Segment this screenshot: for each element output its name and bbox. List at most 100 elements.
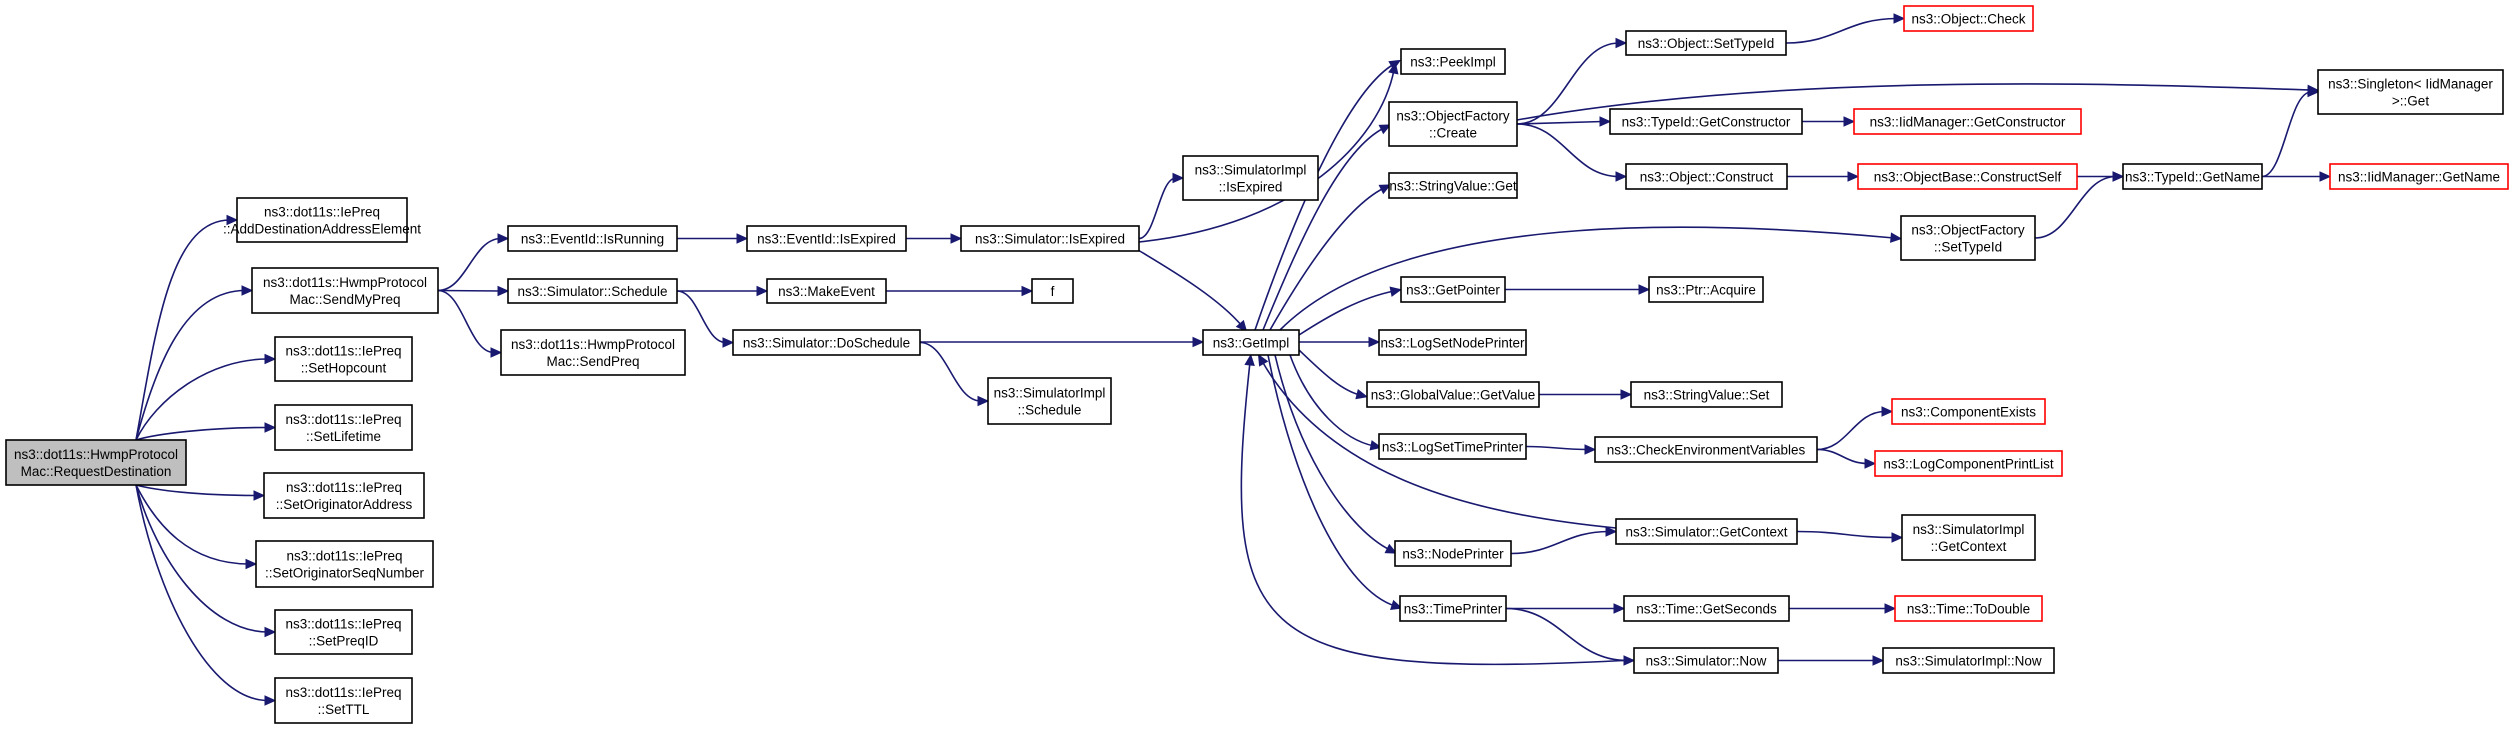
node-string-value-set[interactable]: ns3::StringValue::Set [1630,381,1783,408]
arrowhead [1843,116,1856,127]
node-iid-get-name[interactable]: ns3::IidManager::GetName [2329,163,2509,190]
node-add-dest[interactable]: ns3::dot11s::IePreq::AddDestinationAddre… [223,197,421,243]
node-set-lifetime[interactable]: ns3::dot11s::IePreq::SetLifetime [274,404,413,451]
arrowhead [2112,171,2125,182]
node-do-schedule[interactable]: ns3::Simulator::DoSchedule [732,329,921,356]
node-of-create[interactable]: ns3::ObjectFactory::Create [1388,101,1518,147]
node-set-preq-id[interactable]: ns3::dot11s::IePreq::SetPreqID [274,609,413,655]
node-global-value-get-value[interactable]: ns3::GlobalValue::GetValue [1366,381,1540,408]
node-set-ttl[interactable]: ns3::dot11s::IePreq::SetTTL [274,677,413,724]
node-label-line: ns3::dot11s::HwmpProtocol [511,337,675,352]
node-type-id-get-name[interactable]: ns3::TypeId::GetName [2122,163,2263,190]
arrowhead [1893,13,1906,24]
node-set-orig-addr[interactable]: ns3::dot11s::IePreq::SetOriginatorAddres… [263,472,425,519]
node-node-printer[interactable]: ns3::NodePrinter [1394,540,1512,567]
arrowhead [241,285,254,296]
node-label-line: ns3::NodePrinter [1402,547,1504,562]
arrowhead [1615,171,1628,182]
node-set-orig-seq[interactable]: ns3::dot11s::IePreq::SetOriginatorSeqNum… [255,540,434,588]
node-sim-get-context[interactable]: ns3::Simulator::GetContext [1615,518,1798,545]
node-set-hopcount[interactable]: ns3::dot11s::IePreq::SetHopcount [274,336,413,382]
node-time-to-double[interactable]: ns3::Time::ToDouble [1894,595,2043,622]
edge-sim-is-expired-to-get-impl [1137,249,1243,327]
node-log-set-node-printer[interactable]: ns3::LogSetNodePrinter [1378,329,1527,356]
edge-obj-set-type-id-to-obj-check [1785,17,1898,44]
node-box [960,225,1140,252]
node-impl-schedule[interactable]: ns3::SimulatorImpl::Schedule [987,377,1112,425]
node-label-line: ns3::Simulator::GetContext [1625,525,1787,540]
edge-root-to-set-preq-id [135,484,269,633]
arrowhead [1847,171,1860,182]
node-log-set-time-printer[interactable]: ns3::LogSetTimePrinter [1378,433,1527,460]
node-box [1378,433,1527,460]
node-component-exists[interactable]: ns3::ComponentExists [1891,398,2046,425]
node-root[interactable]: ns3::dot11s::HwmpProtocolMac::RequestDes… [5,439,187,486]
node-event-is-running[interactable]: ns3::EventId::IsRunning [507,225,678,252]
edge-root-to-send-my-preq [135,289,246,441]
node-log-component-print-list[interactable]: ns3::LogComponentPrintList [1874,450,2063,477]
node-sim-now[interactable]: ns3::Simulator::Now [1633,647,1779,674]
node-of-set-type-id[interactable]: ns3::ObjectFactory::SetTypeId [1900,215,2036,261]
edge-get-impl-to-get-pointer [1298,290,1395,336]
node-time-get-seconds[interactable]: ns3::Time::GetSeconds [1623,595,1790,622]
node-label-line: ::SetLifetime [306,429,381,444]
arrowhead [264,695,277,706]
node-impl-get-context[interactable]: ns3::SimulatorImpl::GetContext [1901,514,2036,561]
edge-of-create-to-type-id-get-ctor [1516,120,1604,125]
node-label-line: ns3::StringValue::Set [1644,388,1770,403]
node-peek-impl[interactable]: ns3::PeekImpl [1400,48,1506,75]
arrowhead [1891,532,1904,543]
node-obj-construct[interactable]: ns3::Object::Construct [1625,163,1788,190]
node-label-line: ns3::ComponentExists [1901,405,2036,420]
node-sim-is-expired[interactable]: ns3::Simulator::IsExpired [960,225,1140,252]
edge-root-to-add-dest [135,219,231,441]
node-ptr-acquire[interactable]: ns3::Ptr::Acquire [1648,276,1764,303]
node-iid-get-ctor[interactable]: ns3::IidManager::GetConstructor [1853,108,2082,135]
arrowhead [1864,458,1877,469]
edge-get-impl-to-log-set-time-printer [1289,354,1375,447]
node-singleton-get[interactable]: ns3::Singleton< IidManager >::Get [2317,69,2504,115]
node-obj-set-type-id[interactable]: ns3::Object::SetTypeId [1625,30,1787,56]
arrowhead [264,353,277,365]
edge-send-my-preq-to-event-is-running [437,237,502,292]
arrowhead [1244,353,1255,367]
node-time-printer[interactable]: ns3::TimePrinter [1399,595,1507,622]
node-box [1891,398,2046,425]
node-label-line: Mac::RequestDestination [21,464,172,479]
node-label-line: >::Get [2392,94,2429,109]
arrowhead [2319,171,2332,182]
node-box [1399,595,1507,622]
node-make-event[interactable]: ns3::MakeEvent [766,278,887,304]
arrowhead [1192,336,1205,348]
node-label-line: ns3::Simulator::IsExpired [975,232,1125,247]
node-box [1623,595,1790,622]
node-box [1378,329,1527,356]
arrowhead [722,337,735,348]
node-label-line: ns3::ObjectFactory [1911,223,2025,238]
node-obj-base-construct-self[interactable]: ns3::ObjectBase::ConstructSelf [1857,163,2078,190]
node-box [1903,5,2034,32]
node-get-impl[interactable]: ns3::GetImpl [1202,329,1300,356]
edge-do-schedule-to-impl-schedule [919,341,982,402]
node-label-line: ns3::Object::SetTypeId [1638,36,1775,51]
node-check-env[interactable]: ns3::CheckEnvironmentVariables [1594,436,1818,463]
arrowhead [1378,184,1392,195]
node-impl-is-expired[interactable]: ns3::SimulatorImpl::IsExpired [1182,155,1319,201]
node-string-value-get[interactable]: ns3::StringValue::Get [1388,172,1518,199]
node-label-line: ::AddDestinationAddressElement [223,222,421,237]
node-impl-now[interactable]: ns3::SimulatorImpl::Now [1882,647,2055,674]
node-f[interactable]: f [1031,278,1074,304]
node-box [1857,163,2078,190]
node-get-pointer[interactable]: ns3::GetPointer [1400,276,1506,303]
node-label-line: ::SetTypeId [1934,240,2002,255]
node-label-line: ns3::SimulatorImpl [994,386,1106,401]
node-type-id-get-ctor[interactable]: ns3::TypeId::GetConstructor [1609,108,1803,135]
node-obj-check[interactable]: ns3::Object::Check [1903,5,2034,32]
node-label-line: ns3::Time::GetSeconds [1636,602,1777,617]
node-box [1400,48,1506,75]
arrowhead [1881,406,1894,417]
node-sim-schedule[interactable]: ns3::Simulator::Schedule [507,278,678,304]
node-event-is-expired[interactable]: ns3::EventId::IsExpired [746,225,907,252]
